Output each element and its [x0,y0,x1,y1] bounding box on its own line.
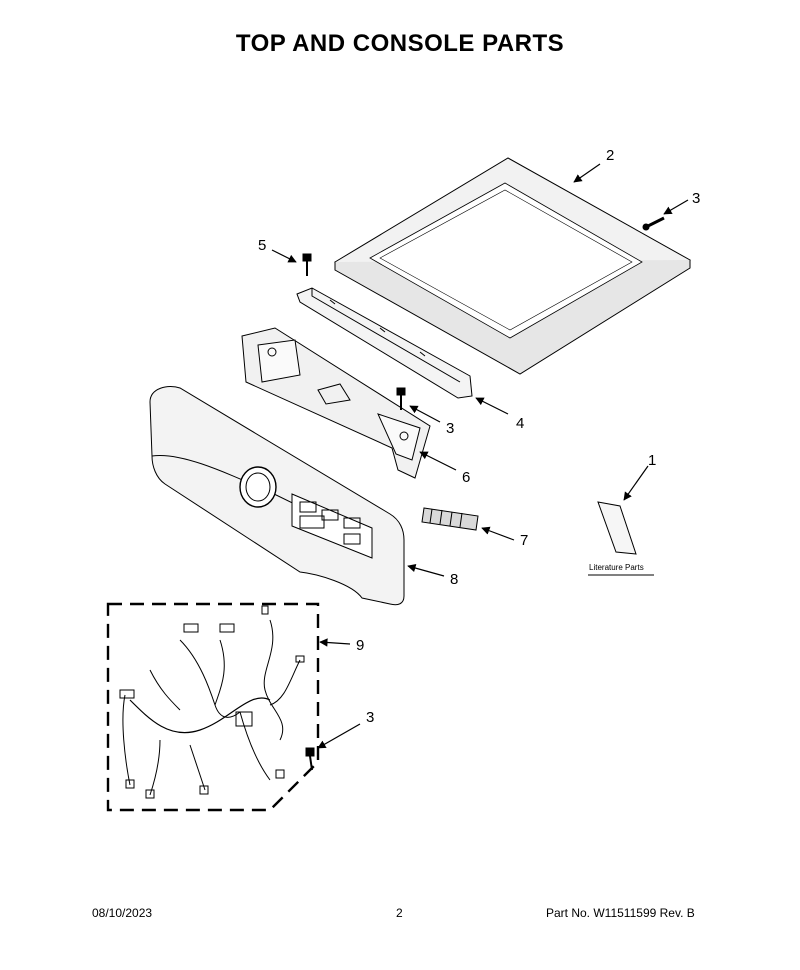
screw-part [396,387,406,410]
callout-5: 5 [258,237,266,254]
bracket-part [296,287,473,399]
footer-part-number: Part No. W11511599 Rev. B [546,906,695,920]
callout-1: 1 [648,452,656,469]
callout-4: 4 [516,415,524,432]
callout-2: 2 [606,147,614,164]
page-title: TOP AND CONSOLE PARTS [235,30,565,57]
screw-part [302,253,312,276]
literature-part [588,501,654,576]
callout-9: 9 [356,637,364,654]
console-front-part [149,386,405,606]
callout-3: 3 [692,190,700,207]
top-panel-part [334,157,691,375]
footer-page-number: 2 [396,906,403,920]
ribbon-cable-part [421,507,479,531]
literature-label: Literature Parts [589,563,644,572]
callout-8: 8 [450,571,458,588]
leader-lines [271,163,689,749]
callout-3: 3 [366,709,374,726]
callout-3: 3 [446,420,454,437]
callout-6: 6 [462,469,470,486]
callout-7: 7 [520,532,528,549]
screw-part [642,216,665,231]
console-frame-part [241,327,431,479]
wire-harness-part [106,602,320,812]
footer-date: 08/10/2023 [92,906,153,920]
screw-part [305,747,315,771]
